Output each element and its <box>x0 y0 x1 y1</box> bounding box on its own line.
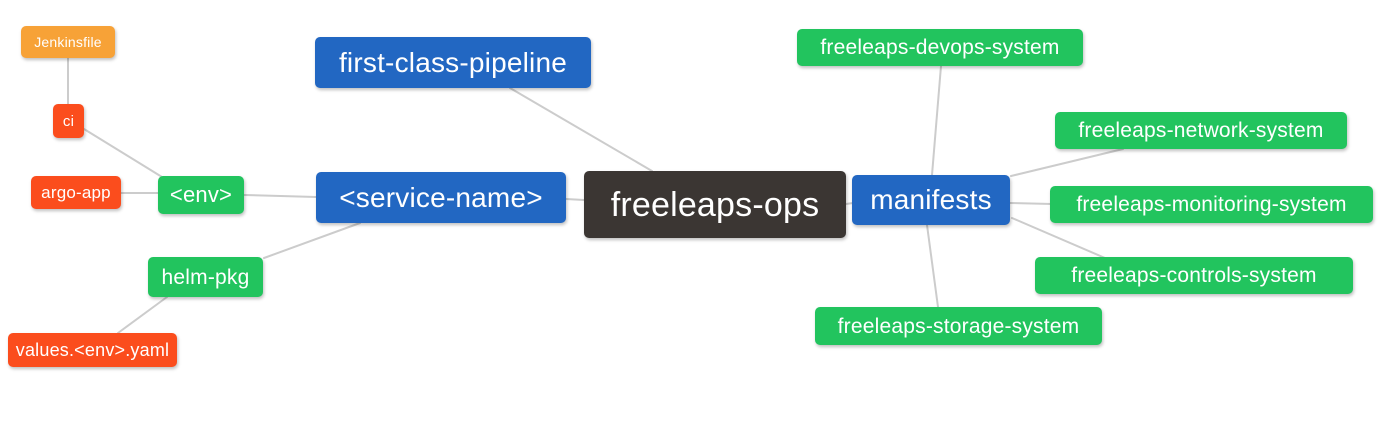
edge-manifests-to-controls <box>1011 217 1106 259</box>
edge-env-to-service <box>243 194 317 198</box>
edge-ci-to-env <box>83 128 163 178</box>
edge-manifests-to-devops <box>931 65 942 176</box>
node-network[interactable]: freeleaps-network-system <box>1055 112 1347 149</box>
edge-ops-to-manifests <box>845 202 854 205</box>
node-ci[interactable]: ci <box>53 104 84 138</box>
edge-pipeline-to-ops <box>509 87 653 172</box>
node-manifests[interactable]: manifests <box>852 175 1010 225</box>
node-controls[interactable]: freeleaps-controls-system <box>1035 257 1353 294</box>
node-service[interactable]: <service-name> <box>316 172 566 223</box>
node-values-yaml[interactable]: values.<env>.yaml <box>8 333 177 367</box>
node-storage[interactable]: freeleaps-storage-system <box>815 307 1102 345</box>
edge-helm-pkg-to-values-yaml <box>117 296 168 334</box>
node-jenkinsfile[interactable]: Jenkinsfile <box>21 26 115 58</box>
node-pipeline[interactable]: first-class-pipeline <box>315 37 591 88</box>
edge-manifests-to-storage <box>926 224 939 308</box>
node-argo-app[interactable]: argo-app <box>31 176 121 209</box>
node-ops[interactable]: freeleaps-ops <box>584 171 846 238</box>
node-helm-pkg[interactable]: helm-pkg <box>148 257 263 297</box>
node-env[interactable]: <env> <box>158 176 244 214</box>
edge-helm-pkg-to-service <box>263 222 361 259</box>
edge-manifests-to-monitoring <box>1009 202 1053 205</box>
edge-manifests-to-network <box>1010 148 1124 177</box>
node-devops[interactable]: freeleaps-devops-system <box>797 29 1083 66</box>
edge-service-to-ops <box>565 198 585 201</box>
node-monitoring[interactable]: freeleaps-monitoring-system <box>1050 186 1373 223</box>
